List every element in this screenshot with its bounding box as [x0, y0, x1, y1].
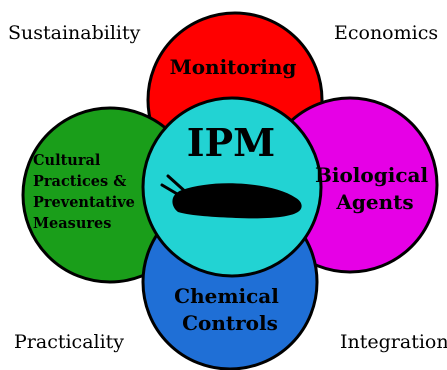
petal-label-cultural-practices: Cultural Practices & Preventative Measur… [33, 152, 140, 232]
corner-label-integration: Integration [340, 331, 447, 353]
petal-label-cultural-line-3: Preventative [33, 194, 135, 211]
petal-label-biological-line-2: Agents [335, 190, 413, 214]
petal-label-chemical-controls: Chemical Controls [174, 284, 286, 335]
petal-label-cultural-line-2: Practices & [33, 173, 126, 190]
slug-icon [160, 174, 302, 219]
petal-label-biological-line-1: Biological [315, 163, 428, 187]
petal-label-chemical-line-1: Chemical [174, 284, 279, 308]
petal-label-monitoring-line: Monitoring [170, 55, 297, 79]
petal-label-chemical-line-2: Controls [182, 311, 278, 335]
petal-label-cultural-line-4: Measures [33, 215, 111, 232]
corner-label-practicality: Practicality [14, 331, 124, 353]
corner-label-economics: Economics [334, 22, 438, 44]
petal-label-cultural-line-1: Cultural [33, 152, 101, 169]
petal-label-monitoring: Monitoring [170, 55, 297, 79]
center-label-ipm: IPM [187, 120, 275, 165]
petal-label-biological-agents: Biological Agents [315, 163, 435, 214]
corner-label-sustainability: Sustainability [8, 22, 141, 44]
